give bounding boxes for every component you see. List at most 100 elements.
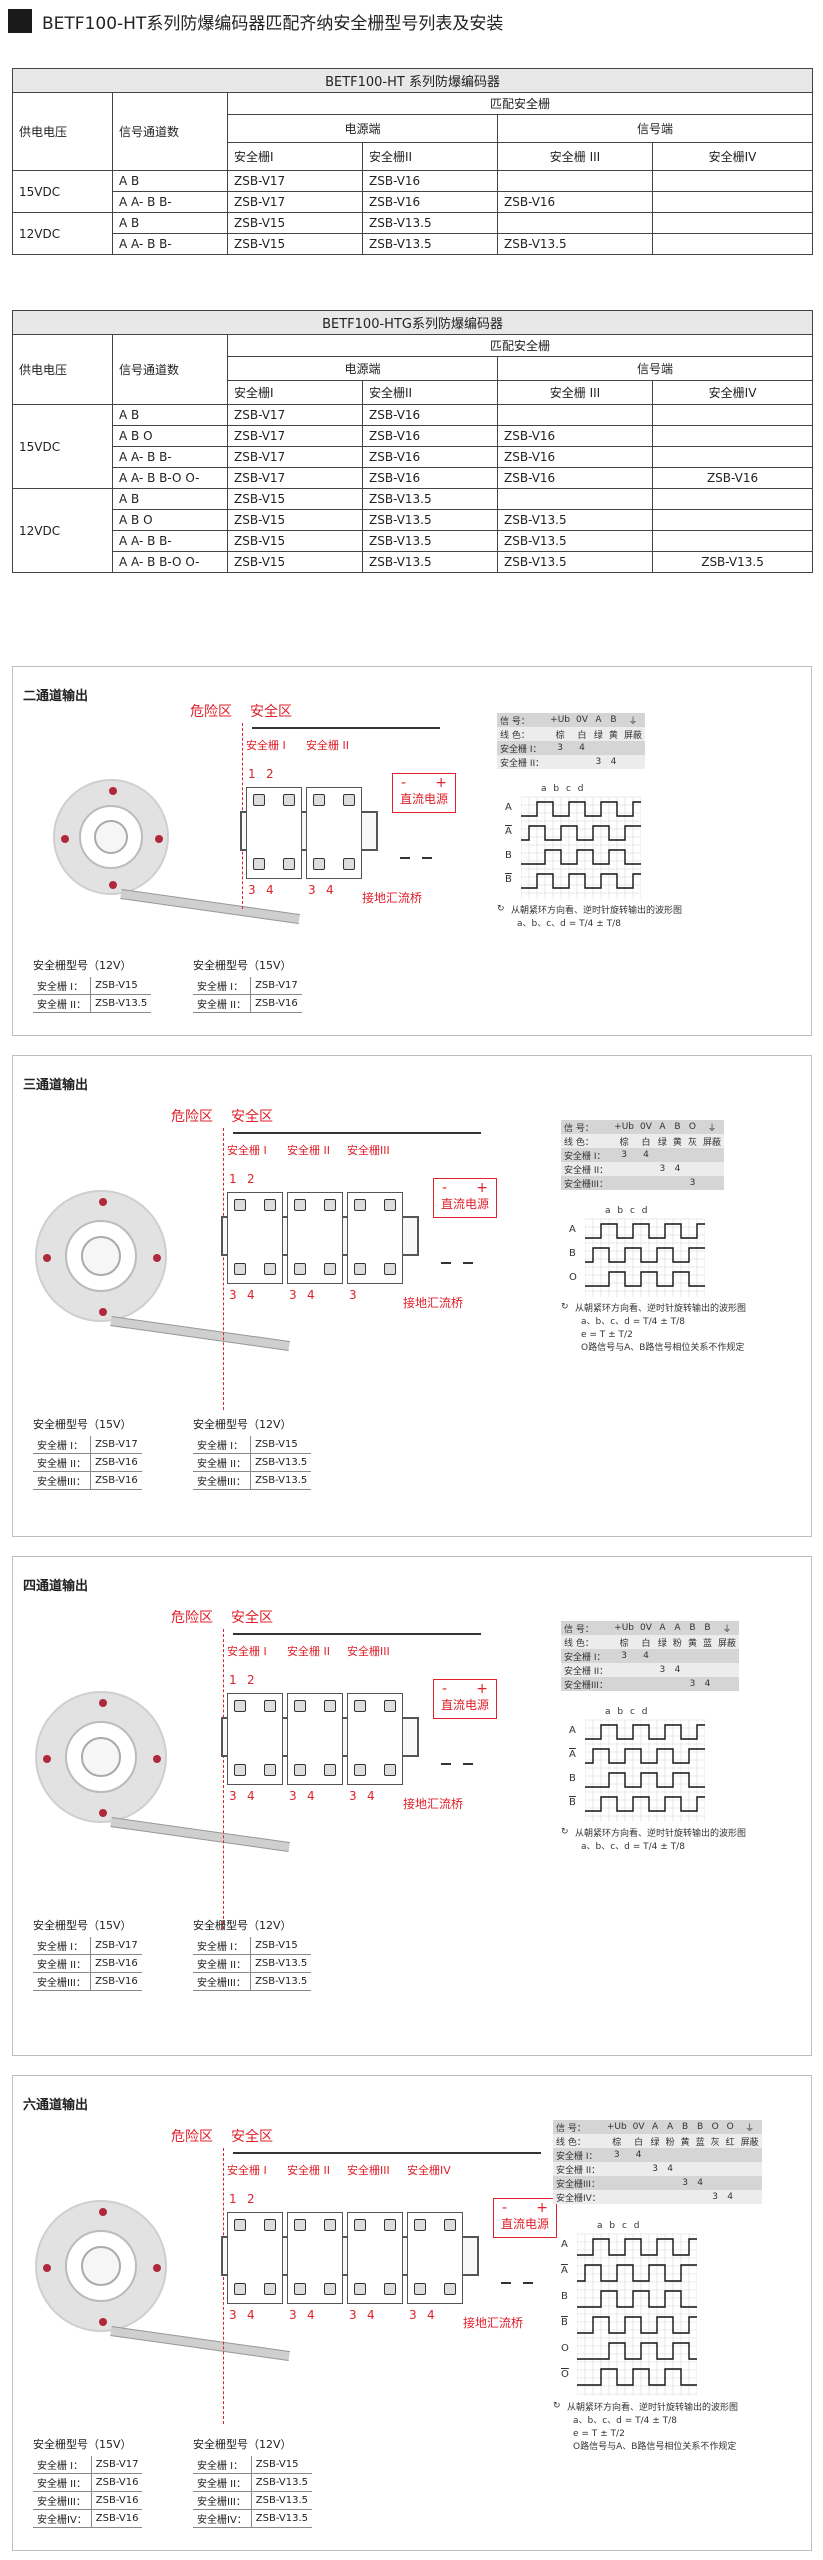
terminal-screw-icon bbox=[354, 2219, 366, 2231]
barrier-cell: ZSB-V13.5 bbox=[497, 509, 653, 531]
signal-cell bbox=[737, 2190, 762, 2204]
barrier-module bbox=[227, 1192, 283, 1284]
mount-hole bbox=[43, 1755, 51, 1763]
terminal-screw-icon bbox=[354, 1700, 366, 1712]
pin-number: 1 bbox=[229, 1673, 237, 1687]
waveform-note: O路信号与A、B路信号相位关系不作规定 bbox=[581, 1343, 745, 1353]
signal-cell: 棕 bbox=[611, 1635, 638, 1649]
signal-cell bbox=[637, 1677, 655, 1691]
model-row: 安全栅 I：ZSB-V15 bbox=[193, 1436, 312, 1454]
page-title: BETF100-HT系列防爆编码器匹配齐纳安全栅型号列表及安装 bbox=[42, 13, 504, 34]
channels-cell: A A- B B-O O- bbox=[112, 467, 228, 489]
signal-cell bbox=[699, 1176, 724, 1190]
model-row: 安全栅IV：ZSB-V13.5 bbox=[193, 2509, 312, 2528]
ground-bus-label: 接地汇流桥 bbox=[403, 1797, 464, 1811]
waveform-note: 从朝紧环方向看、逆时针旋转输出的波形图 bbox=[567, 2403, 739, 2413]
model-value: ZSB-V17 bbox=[90, 2456, 143, 2474]
signal-cell bbox=[647, 2176, 663, 2190]
model-row: 安全栅 I：ZSB-V17 bbox=[33, 1436, 142, 1454]
barrier-cell: ZSB-V17 bbox=[227, 404, 363, 426]
barrier-label: 安全栅 I bbox=[227, 1144, 267, 1157]
signal-header: B bbox=[699, 1621, 715, 1635]
terminal-screw-icon bbox=[324, 1263, 336, 1275]
terminal-screw-icon bbox=[283, 858, 295, 870]
signal-cell bbox=[620, 741, 645, 755]
pin-number: 3 bbox=[349, 1288, 357, 1302]
psu-minus: - bbox=[442, 1681, 448, 1697]
model-value: ZSB-V13.5 bbox=[90, 994, 152, 1013]
barrier-cell bbox=[651, 170, 814, 192]
barrier-cell bbox=[497, 488, 653, 510]
signal-row-label: 安全栅 I： bbox=[561, 1649, 612, 1663]
barrier-module bbox=[306, 787, 362, 879]
signal-header: +Ub bbox=[611, 1120, 638, 1134]
channels-cell: A B bbox=[112, 170, 228, 192]
signal-cell bbox=[722, 2148, 738, 2162]
encoder-icon bbox=[35, 2200, 167, 2332]
safe-zone-label: 安全区 bbox=[231, 2129, 273, 2145]
signal-cell bbox=[684, 1162, 700, 1176]
channels-cell: A B O bbox=[112, 509, 228, 531]
model-barrier: 安全栅III： bbox=[33, 1471, 91, 1490]
col-signal-side: 信号端 bbox=[496, 356, 814, 381]
col-match: 匹配安全栅 bbox=[226, 92, 814, 115]
signal-header: +Ub bbox=[611, 1621, 638, 1635]
model-value: ZSB-V13.5 bbox=[250, 2491, 312, 2510]
signal-header: B bbox=[684, 1621, 700, 1635]
signal-cell: 3 bbox=[654, 1162, 670, 1176]
encoder-hub bbox=[81, 1236, 121, 1276]
terminal-screw-icon bbox=[354, 1263, 366, 1275]
encoder-hub bbox=[81, 1737, 121, 1777]
pin-number: 3 bbox=[229, 1288, 237, 1302]
terminal-screw-icon bbox=[264, 1700, 276, 1712]
col-power-side: 电源端 bbox=[227, 114, 498, 143]
pin-number: 4 bbox=[247, 1288, 255, 1302]
rotation-arrow-icon: ↻ bbox=[561, 1302, 569, 1312]
signal-row-label: 线 色： bbox=[497, 727, 548, 741]
signal-cell bbox=[677, 2148, 693, 2162]
pin-number: 3 bbox=[349, 2308, 357, 2322]
model-barrier: 安全栅 I： bbox=[193, 1937, 251, 1955]
channels-cell: A A- B B- bbox=[112, 530, 228, 552]
terminal-screw-icon bbox=[253, 858, 265, 870]
signal-cell: 白 bbox=[573, 727, 591, 741]
terminal-screw-icon bbox=[294, 2219, 306, 2231]
model-barrier: 安全栅III： bbox=[33, 2491, 92, 2510]
terminal-screw-icon bbox=[343, 858, 355, 870]
waveform-chart bbox=[577, 2233, 697, 2396]
model-barrier: 安全栅 I： bbox=[193, 1436, 251, 1454]
psu-plus: + bbox=[536, 2200, 548, 2216]
encoder-hub bbox=[81, 2246, 121, 2286]
barrier-cell: ZSB-V15 bbox=[227, 509, 363, 531]
model-row: 安全栅III：ZSB-V13.5 bbox=[193, 1972, 312, 1991]
signal-cell bbox=[629, 2176, 648, 2190]
mount-hole bbox=[153, 2264, 161, 2272]
voltage-cell: 15VDC bbox=[12, 404, 113, 489]
barrier-label: 安全栅III bbox=[347, 2164, 390, 2177]
barrier-cell: ZSB-V16 bbox=[497, 425, 653, 447]
ground-bus-label: 接地汇流桥 bbox=[362, 891, 423, 905]
signal-cell bbox=[547, 755, 574, 769]
signal-cell: 3 bbox=[684, 1176, 700, 1190]
pin-number: 1 bbox=[229, 1172, 237, 1186]
model-row: 安全栅 II：ZSB-V13.5 bbox=[193, 1954, 312, 1973]
signal-header: 0V bbox=[637, 1120, 655, 1134]
mount-hole bbox=[61, 835, 69, 843]
signal-cell bbox=[669, 1677, 685, 1691]
wave-label: B bbox=[505, 874, 512, 885]
pin-number: 3 bbox=[349, 1789, 357, 1803]
terminal-screw-icon bbox=[234, 1199, 246, 1211]
model-barrier: 安全栅 I： bbox=[33, 977, 91, 995]
model-value: ZSB-V16 bbox=[90, 1471, 142, 1490]
terminal-screw-icon bbox=[294, 1700, 306, 1712]
psu-minus: - bbox=[442, 1180, 448, 1196]
signal-cell: 4 bbox=[629, 2148, 648, 2162]
